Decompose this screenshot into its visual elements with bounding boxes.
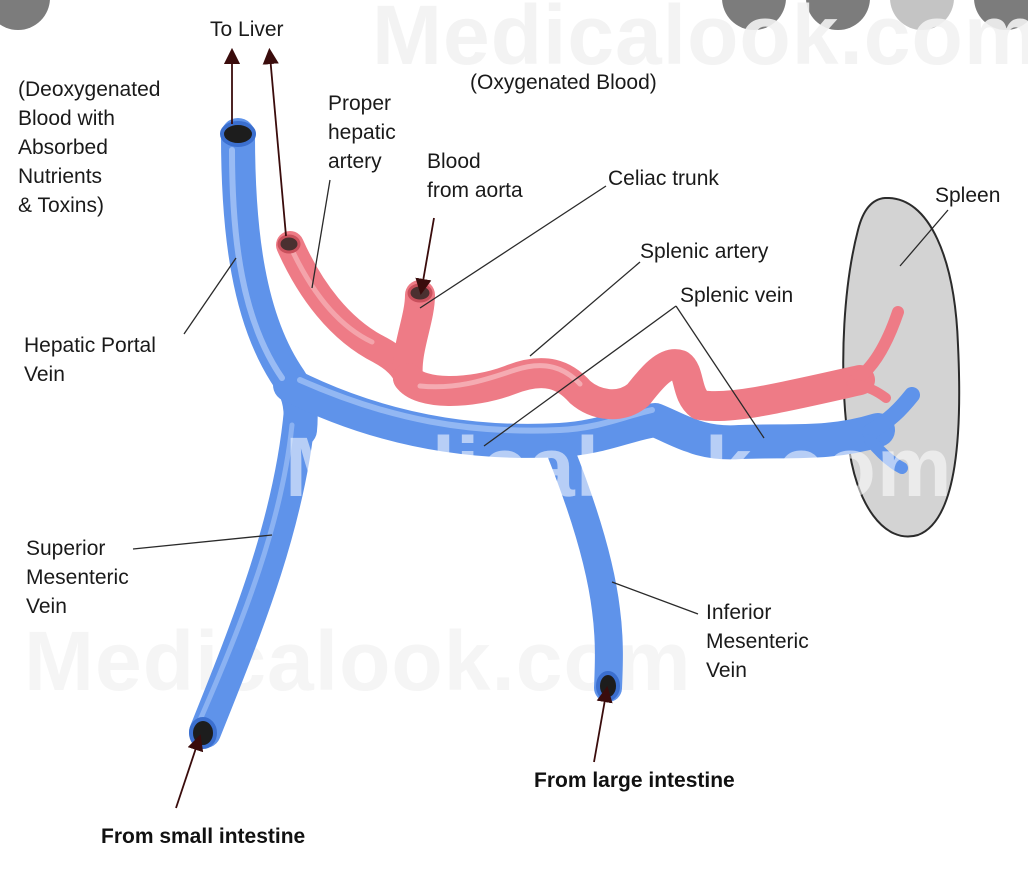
label-spleen: Spleen [935, 184, 1000, 207]
leader-inferior-mesenteric [611, 581, 699, 615]
inf-mes-vein-opening [596, 671, 620, 701]
watermark-middle: Medicalook.com [285, 420, 953, 514]
portal-vein-highlight [229, 147, 285, 381]
splenic-vein [273, 368, 895, 460]
leader-splenic-vein-a [483, 305, 677, 447]
inferior-mesenteric-vein [546, 436, 623, 702]
label-deoxygenated: (Deoxygenated Blood with Absorbed Nutrie… [18, 78, 166, 217]
label-inferior-mesenteric-vein: Inferior Mesenteric Vein [706, 601, 815, 682]
small-intestine-arrow [175, 734, 204, 809]
leader-hepatic-portal [183, 257, 237, 335]
sup-mes-vein-opening [189, 717, 217, 749]
leader-splenic-vein-b [675, 305, 765, 439]
large-intestine-arrow [593, 686, 613, 763]
leader-proper-hepatic [311, 179, 331, 289]
leader-splenic-artery [529, 261, 641, 357]
portal-vein-opening [220, 121, 256, 147]
aorta-arrow [415, 217, 435, 295]
label-from-large-intestine: From large intestine [534, 769, 735, 792]
spleen-organ [842, 196, 961, 538]
label-blood-from-aorta: Blood from aorta [427, 150, 523, 202]
label-to-liver: To Liver [210, 18, 284, 41]
sup-mes-highlight [197, 422, 295, 723]
superior-mesenteric-vein [189, 394, 316, 748]
watermark-bottom: Medicalook.com [24, 614, 692, 708]
vein-system [189, 118, 920, 749]
leader-superior-mesenteric [132, 534, 273, 550]
label-oxygenated: (Oxygenated Blood) [470, 71, 657, 94]
splenic-vein-branch-upper [862, 387, 920, 440]
splenic-artery-branch-lower [847, 379, 891, 403]
artery-system [276, 231, 904, 422]
label-splenic-artery: Splenic artery [640, 240, 769, 263]
label-hepatic-portal-vein: Hepatic Portal Vein [24, 334, 162, 386]
proper-hepatic-artery [276, 231, 422, 392]
splenic-artery-highlight [417, 363, 583, 390]
splenic-artery-branch-upper [846, 306, 904, 388]
splenic-vein-highlight [297, 377, 655, 434]
label-splenic-vein: Splenic vein [680, 284, 793, 307]
watermark-top: Medicalook.com [372, 0, 1028, 82]
leader-celiac [419, 185, 607, 309]
labels: To Liver (Deoxygenated Blood with Absorb… [18, 18, 1000, 848]
to-liver-arrow-artery [262, 47, 287, 237]
arrows [175, 47, 613, 809]
hepatic-artery-opening [277, 234, 301, 254]
watermark-group: Medicalook.com Medicalook.com [24, 0, 1028, 708]
label-from-small-intestine: From small intestine [101, 825, 305, 848]
leader-spleen [899, 209, 949, 267]
splenic-vein-branch-lower [864, 434, 908, 474]
label-proper-hepatic-artery: Proper hepatic artery [328, 92, 402, 173]
label-superior-mesenteric-vein: Superior Mesenteric Vein [26, 537, 135, 618]
leader-lines [132, 179, 949, 615]
hepatic-artery-highlight [289, 247, 375, 345]
celiac-trunk-opening [407, 283, 433, 303]
label-celiac-trunk: Celiac trunk [608, 167, 719, 190]
splenic-artery [393, 349, 875, 422]
